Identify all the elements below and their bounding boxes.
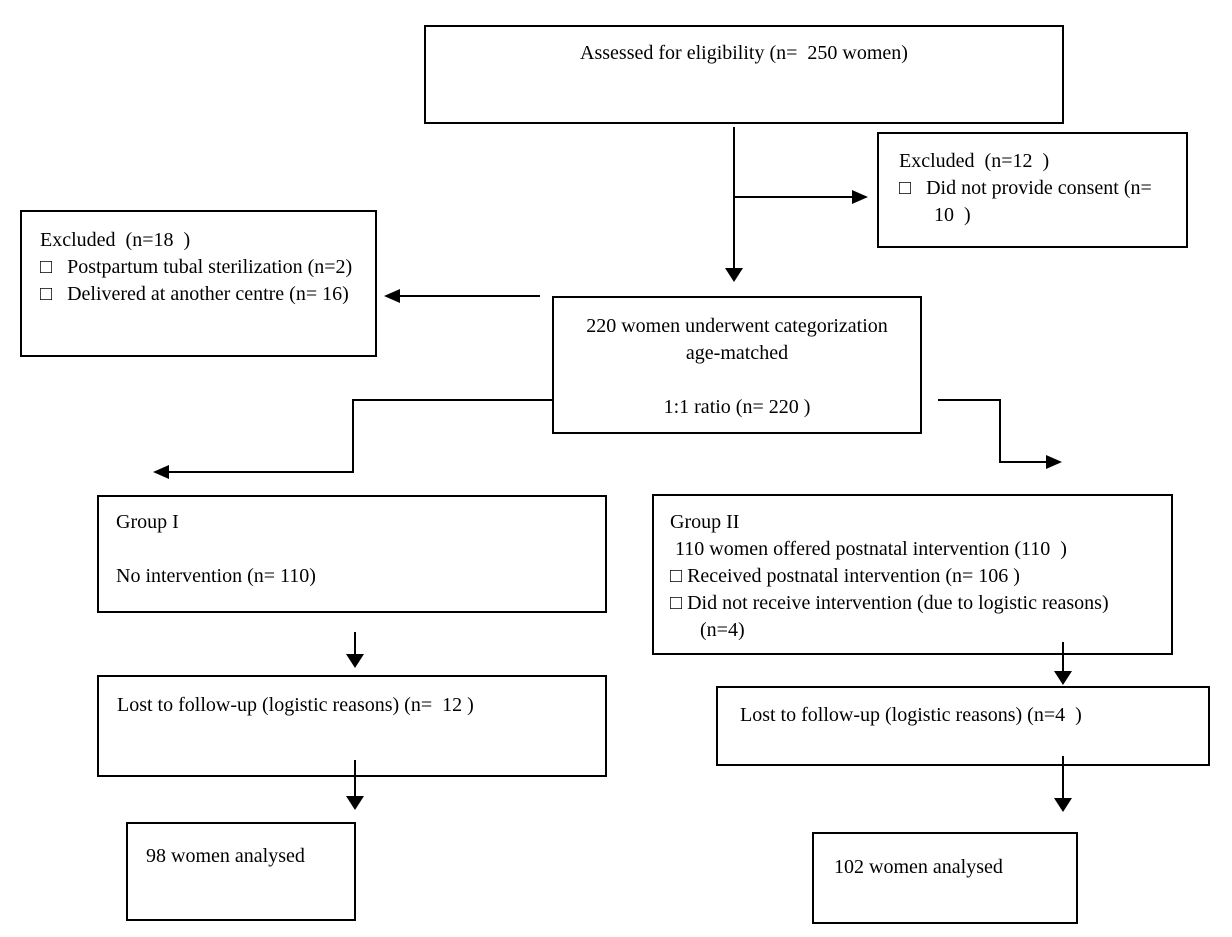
group2-not-received: □ Did not receive intervention (due to l… bbox=[670, 592, 1109, 614]
arrowhead-right-group2 bbox=[1046, 455, 1062, 469]
excluded-consent-title: Excluded (n=12 ) bbox=[899, 150, 1050, 172]
group1-intervention: No intervention (n= 110) bbox=[116, 565, 316, 587]
excluded-other-title: Excluded (n=18 ) bbox=[40, 229, 191, 251]
lost-followup-group1-text: Lost to follow-up (logistic reasons) (n=… bbox=[117, 694, 474, 716]
connector-group1-vertical-segment bbox=[352, 399, 354, 472]
connector-group1-bottom-segment bbox=[169, 471, 354, 473]
box-analysed-group2: 102 women analysed bbox=[812, 832, 1078, 924]
box-group1: Group I No intervention (n= 110) bbox=[97, 495, 607, 613]
arrowhead-down-lost-group1 bbox=[346, 654, 364, 668]
group1-spacer bbox=[116, 536, 595, 563]
group2-title: Group II bbox=[670, 511, 740, 533]
arrowhead-down-analysed-group2 bbox=[1054, 798, 1072, 812]
group2-not-received-wrap: (n=4) bbox=[670, 619, 745, 641]
connector-group1-to-lost bbox=[354, 632, 356, 655]
connector-group2-to-lost bbox=[1062, 642, 1064, 672]
connector-group2-bottom-segment bbox=[999, 461, 1046, 463]
categorization-line-1: 220 women underwent categorization bbox=[586, 315, 888, 337]
group2-offered: 110 women offered postnatal intervention… bbox=[670, 538, 1067, 560]
arrowhead-down-analysed-group1 bbox=[346, 796, 364, 810]
analysed-group2-text: 102 women analysed bbox=[834, 856, 1003, 878]
box-lost-followup-group1: Lost to follow-up (logistic reasons) (n=… bbox=[97, 675, 607, 777]
connector-lost-to-analysed-group2 bbox=[1062, 756, 1064, 799]
connector-group2-vertical-segment bbox=[999, 399, 1001, 463]
connector-to-excluded-consent bbox=[734, 196, 852, 198]
categorization-spacer bbox=[554, 367, 920, 394]
arrowhead-left-excluded-other bbox=[384, 289, 400, 303]
lost-followup-group2-text: Lost to follow-up (logistic reasons) (n=… bbox=[740, 704, 1082, 726]
excluded-consent-item-wrap: 10 ) bbox=[899, 204, 971, 226]
analysed-group1-text: 98 women analysed bbox=[146, 845, 305, 867]
group1-title: Group I bbox=[116, 511, 179, 533]
connector-group1-top-segment bbox=[352, 399, 552, 401]
box-assessed-eligibility: Assessed for eligibility (n= 250 women) bbox=[424, 25, 1064, 124]
connector-lost-to-analysed-group1 bbox=[354, 760, 356, 797]
assessed-eligibility-text: Assessed for eligibility (n= 250 women) bbox=[580, 42, 908, 64]
arrowhead-left-group1 bbox=[153, 465, 169, 479]
connector-group2-top-segment bbox=[938, 399, 1001, 401]
excluded-other-item-1: □ Postpartum tubal sterilization (n=2) bbox=[40, 256, 353, 278]
group2-received: □ Received postnatal intervention (n= 10… bbox=[670, 565, 1020, 587]
box-categorization: 220 women underwent categorization age-m… bbox=[552, 296, 922, 434]
arrowhead-down-categorization bbox=[725, 268, 743, 282]
arrowhead-right-excluded-consent bbox=[852, 190, 868, 204]
box-analysed-group1: 98 women analysed bbox=[126, 822, 356, 921]
box-excluded-other: Excluded (n=18 ) □ Postpartum tubal ster… bbox=[20, 210, 377, 357]
box-lost-followup-group2: Lost to follow-up (logistic reasons) (n=… bbox=[716, 686, 1210, 766]
arrowhead-down-lost-group2 bbox=[1054, 671, 1072, 685]
box-group2: Group II 110 women offered postnatal int… bbox=[652, 494, 1173, 655]
categorization-ratio: 1:1 ratio (n= 220 ) bbox=[663, 396, 811, 418]
connector-to-excluded-other bbox=[400, 295, 540, 297]
categorization-line-2: age-matched bbox=[685, 342, 789, 364]
excluded-other-item-2: □ Delivered at another centre (n= 16) bbox=[40, 283, 349, 305]
excluded-consent-item: □ Did not provide consent (n= bbox=[899, 177, 1152, 199]
box-excluded-consent: Excluded (n=12 ) □ Did not provide conse… bbox=[877, 132, 1188, 248]
